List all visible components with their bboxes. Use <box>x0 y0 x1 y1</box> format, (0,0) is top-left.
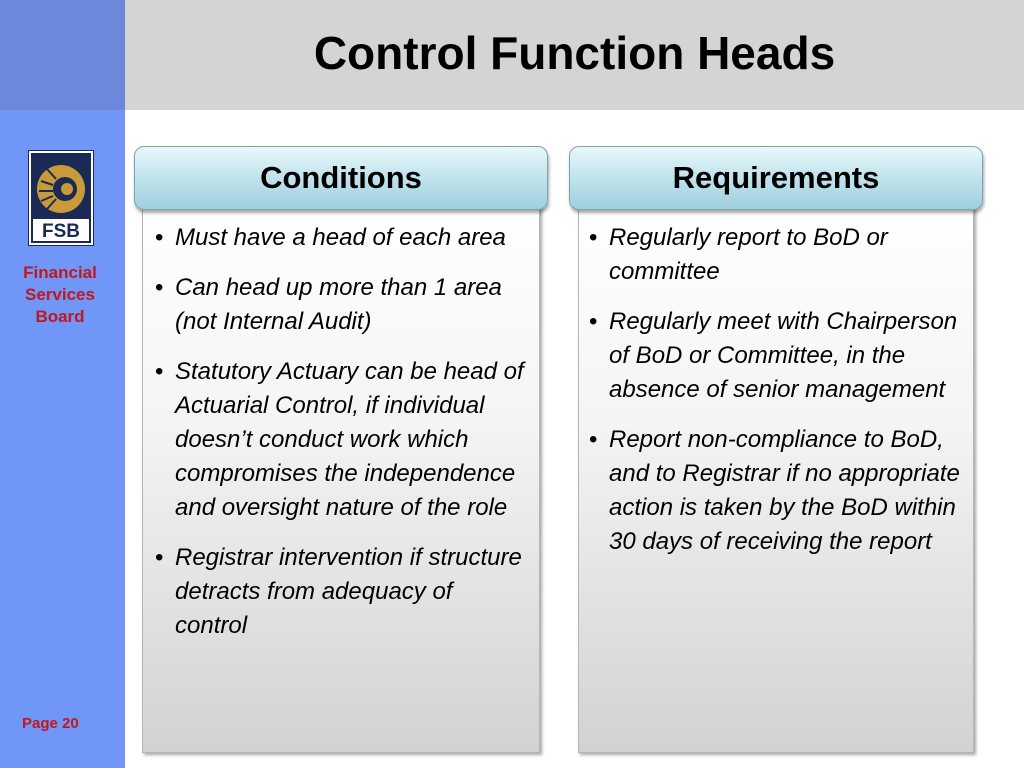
title-band <box>0 0 1024 110</box>
requirements-list: Regularly report to BoD or committee Reg… <box>589 221 969 575</box>
conditions-item: Statutory Actuary can be head of Actuari… <box>155 355 531 525</box>
conditions-heading: Conditions <box>134 146 548 210</box>
logo-text: FSB <box>42 221 80 242</box>
conditions-item: Must have a head of each area <box>155 221 531 255</box>
requirements-item: Report non-compliance to BoD, and to Reg… <box>589 423 969 559</box>
requirements-item: Regularly meet with Chairperson of BoD o… <box>589 305 969 407</box>
org-name-line: Financial <box>23 263 97 282</box>
conditions-item: Registrar intervention if structure detr… <box>155 541 531 643</box>
org-name-line: Board <box>35 307 85 326</box>
org-name: Financial Services Board <box>10 262 110 328</box>
conditions-panel: Must have a head of each area Can head u… <box>142 205 540 753</box>
conditions-list: Must have a head of each area Can head u… <box>155 221 531 659</box>
requirements-panel: Regularly report to BoD or committee Reg… <box>578 205 974 753</box>
requirements-heading: Requirements <box>569 146 983 210</box>
slide-title: Control Function Heads <box>313 27 836 79</box>
requirements-item: Regularly report to BoD or committee <box>589 221 969 289</box>
fsb-logo: FSB <box>28 150 94 246</box>
page-number: Page 20 <box>22 715 79 732</box>
top-left-accent <box>0 0 125 110</box>
conditions-item: Can head up more than 1 area (not Intern… <box>155 271 531 339</box>
fsb-logo-icon: FSB <box>31 153 91 243</box>
org-name-line: Services <box>25 285 95 304</box>
